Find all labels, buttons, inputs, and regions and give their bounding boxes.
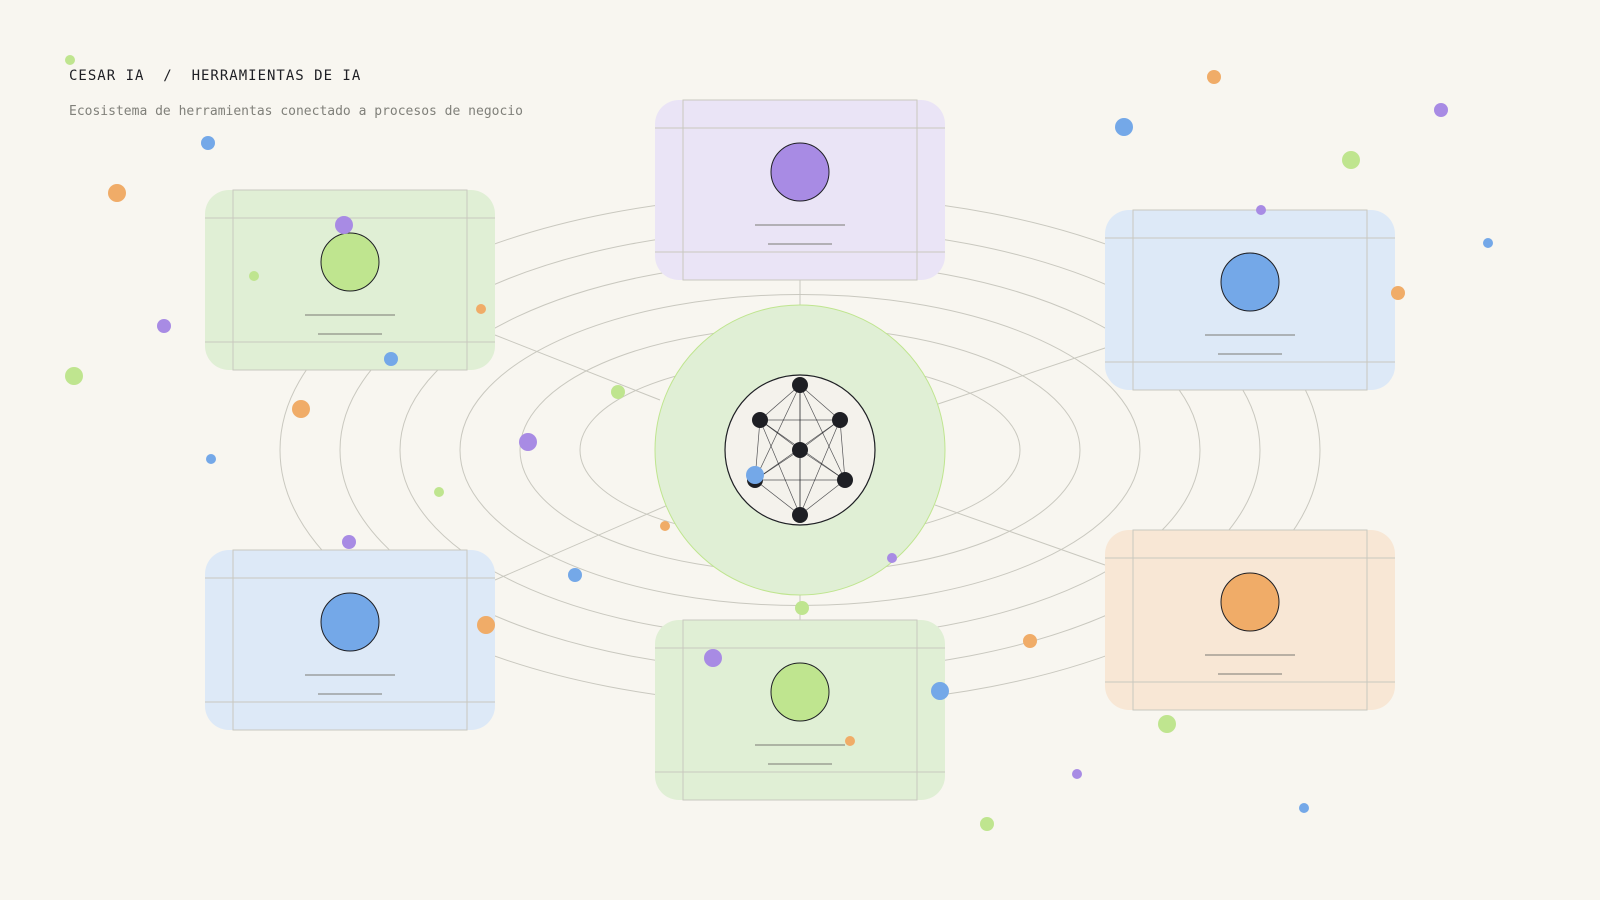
particle-dot <box>1299 803 1309 813</box>
particles <box>65 55 1493 831</box>
particle-dot <box>65 55 75 65</box>
network-node <box>752 412 768 428</box>
network-edge <box>799 384 841 421</box>
ai-hub[interactable] <box>654 304 946 596</box>
particle-dot <box>795 601 809 615</box>
particle-dot <box>845 736 855 746</box>
particle-dot <box>335 216 353 234</box>
network-edge <box>799 419 841 516</box>
network-edge <box>839 419 846 481</box>
particle-dot <box>660 521 670 531</box>
particle-dot <box>1072 769 1082 779</box>
tool-card-top-left[interactable] <box>205 189 495 371</box>
tool-card-bottom-left[interactable] <box>205 549 495 731</box>
card-frame <box>232 189 468 371</box>
tool-card-bottom[interactable] <box>655 619 945 801</box>
particle-dot <box>476 304 486 314</box>
network-node <box>832 412 848 428</box>
particle-dot <box>980 817 994 831</box>
particle-dot <box>568 568 582 582</box>
particle-dot <box>65 367 83 385</box>
particle-dot <box>1207 70 1221 84</box>
particle-dot <box>704 649 722 667</box>
connector-line <box>494 334 661 401</box>
particle-dot <box>746 466 764 484</box>
card-icon <box>770 142 830 202</box>
card-frame <box>232 549 468 731</box>
particle-dot <box>887 553 897 563</box>
particle-dot <box>108 184 126 202</box>
particle-dot <box>201 136 215 150</box>
particle-dot <box>1158 715 1176 733</box>
particle-dot <box>477 616 495 634</box>
card-frame <box>1132 529 1368 711</box>
particle-dot <box>384 352 398 366</box>
card-icon <box>770 662 830 722</box>
particle-dot <box>1391 286 1405 300</box>
tool-card-bottom-right[interactable] <box>1105 529 1395 711</box>
network-edge <box>759 384 801 421</box>
particle-dot <box>931 682 949 700</box>
network-edge <box>754 479 801 516</box>
connector-line <box>934 504 1106 566</box>
card-frame <box>1132 209 1368 391</box>
tool-card-top-right[interactable] <box>1105 209 1395 391</box>
card-icon <box>1220 572 1280 632</box>
network-node <box>837 472 853 488</box>
particle-dot <box>1483 238 1493 248</box>
particle-dot <box>1434 103 1448 117</box>
connector-line <box>494 504 669 581</box>
network-edge <box>799 449 846 481</box>
network-node <box>792 377 808 393</box>
card-frame <box>682 99 918 281</box>
card-icon <box>320 232 380 292</box>
particle-dot <box>1115 118 1133 136</box>
particle-dot <box>434 487 444 497</box>
particle-dot <box>249 271 259 281</box>
particle-dot <box>206 454 216 464</box>
network-node <box>792 442 808 458</box>
particle-dot <box>1023 634 1037 648</box>
particle-dot <box>342 535 356 549</box>
card-icon <box>1220 252 1280 312</box>
particle-dot <box>519 433 537 451</box>
network-edge <box>759 419 801 516</box>
breadcrumb: CESAR IA / HERRAMIENTAS DE IA <box>69 68 362 84</box>
page-subtitle: Ecosistema de herramientas conectado a p… <box>69 104 523 119</box>
particle-dot <box>611 385 625 399</box>
card-frame <box>682 619 918 801</box>
particle-dot <box>1342 151 1360 169</box>
tool-card-top[interactable] <box>655 99 945 281</box>
network-edge <box>799 479 846 516</box>
particle-dot <box>292 400 310 418</box>
card-icon <box>320 592 380 652</box>
connector-line <box>934 347 1106 406</box>
particle-dot <box>1256 205 1266 215</box>
tool-cards <box>205 99 1395 801</box>
particle-dot <box>157 319 171 333</box>
network-node <box>792 507 808 523</box>
